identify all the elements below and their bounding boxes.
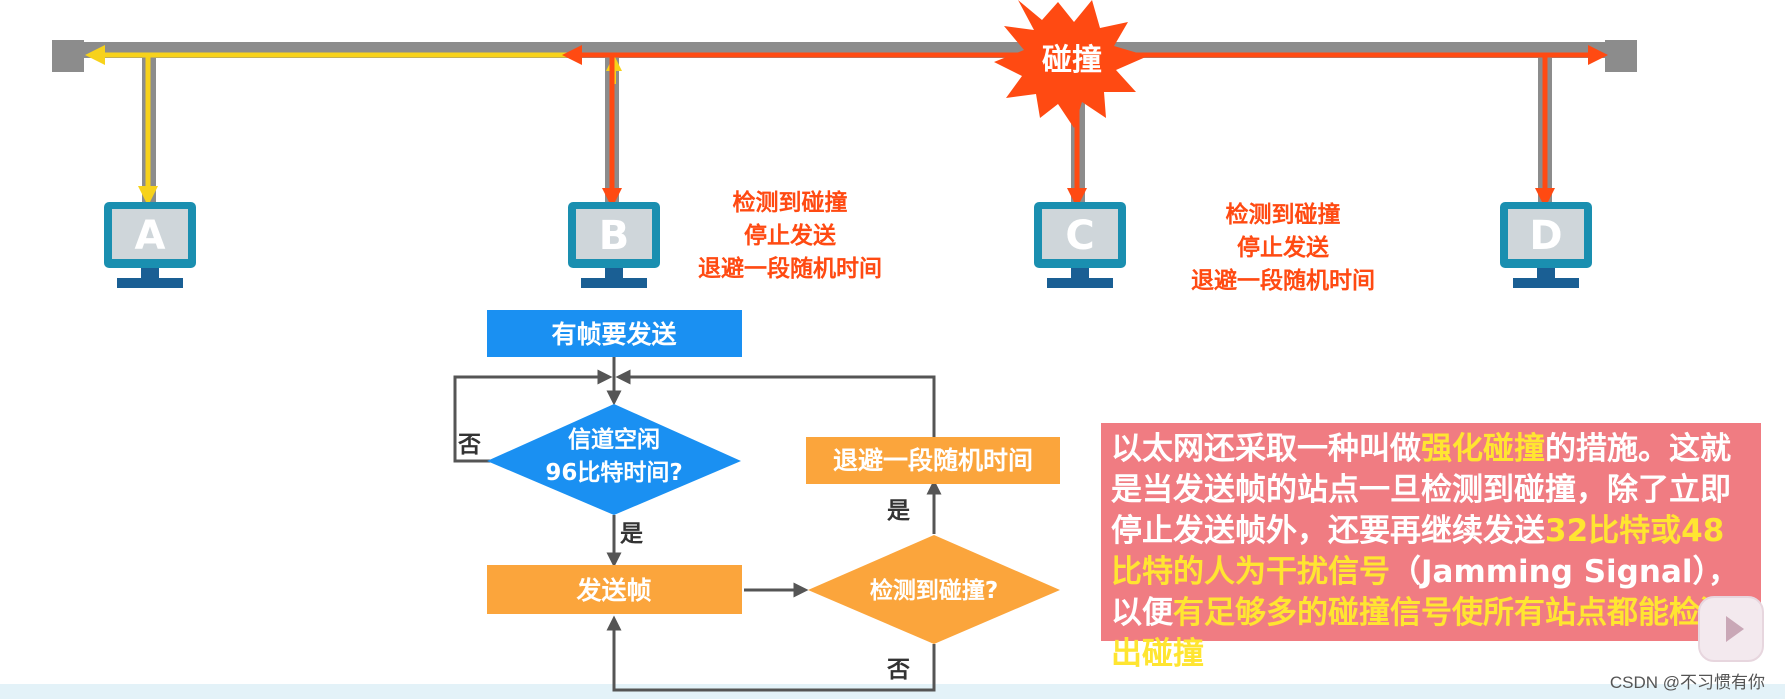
explanation-text-2: 的措施。这就是当发送帧的站点一旦检测到碰撞，除了立即停止发送帧外，还要再继续发送 (1111, 431, 1731, 549)
note-b-line-3: 退避一段随机时间 (698, 255, 882, 282)
no-label-collision: 否 (886, 657, 910, 683)
video-play-icon (1698, 596, 1764, 662)
bus-terminator-left (52, 40, 84, 72)
computer-icon (1034, 202, 1126, 288)
explanation-box: 以太网还采取一种叫做强化碰撞的措施。这就是当发送帧的站点一旦检测到碰撞，除了立即… (1101, 423, 1761, 672)
no-label-idle: 否 (457, 432, 481, 458)
flow-idle-decision: 信道空闲 96比特时间? (487, 404, 741, 515)
computer-icon (568, 202, 660, 288)
explanation-text-4: 。 (1204, 636, 1235, 672)
flow-connectors (453, 357, 942, 692)
red-signal (562, 45, 1608, 208)
station-d-label: D (1529, 213, 1562, 259)
explanation-highlight-3: 有足够多的碰撞信号使所有站点都能检测出碰撞 (1111, 595, 1731, 672)
station-a[interactable]: A (104, 202, 196, 288)
note-station-c: 检测到碰撞 停止发送 退避一段随机时间 (1191, 201, 1375, 294)
station-c-label: C (1065, 213, 1094, 259)
station-d[interactable]: D (1500, 202, 1592, 288)
flow-backoff-label: 退避一段随机时间 (833, 446, 1033, 475)
flow-collision-decision: 检测到碰撞? (808, 535, 1060, 644)
flow-send-node: 发送帧 (487, 565, 742, 614)
flow-start-node: 有帧要发送 (487, 310, 742, 357)
flow-idle-label-1: 信道空闲 (568, 426, 660, 453)
collision-label: 碰撞 (1042, 43, 1102, 78)
yes-label-idle: 是 (620, 521, 643, 547)
note-b-line-2: 停止发送 (744, 222, 836, 249)
note-c-line-3: 退避一段随机时间 (1191, 267, 1375, 294)
station-a-label: A (135, 213, 166, 259)
yellow-signal (85, 45, 622, 206)
flow-collision-label: 检测到碰撞? (870, 577, 998, 604)
station-b-label: B (599, 213, 630, 259)
explanation-highlight-2: 32比特或48比特的人为干扰信号 (1111, 513, 1725, 590)
flow-start-label: 有帧要发送 (551, 320, 676, 349)
collision-burst: 碰撞 (994, 0, 1148, 128)
note-c-line-2: 停止发送 (1237, 234, 1329, 261)
explanation-text-3: （Jamming Signal），以便 (1111, 554, 1739, 631)
yes-label-collision: 是 (887, 498, 910, 524)
station-c[interactable]: C (1034, 202, 1126, 288)
watermark: CSDN @不习惯有你 (1609, 673, 1765, 692)
bus-terminator-right (1605, 40, 1637, 72)
note-c-line-1: 检测到碰撞 (1226, 201, 1341, 228)
flow-backoff-node: 退避一段随机时间 (806, 437, 1060, 484)
ethernet-bus (52, 40, 1637, 203)
note-b-line-1: 检测到碰撞 (733, 189, 848, 216)
explanation-text-1: 以太网还采取一种叫做 (1111, 431, 1421, 467)
station-b[interactable]: B (568, 202, 660, 288)
flow-send-label: 发送帧 (575, 576, 651, 605)
computer-icon (1500, 202, 1592, 288)
explanation-highlight-1: 强化碰撞 (1421, 431, 1545, 467)
note-station-b: 检测到碰撞 停止发送 退避一段随机时间 (698, 189, 882, 282)
computer-icon (104, 202, 196, 288)
flow-idle-label-2: 96比特时间? (545, 460, 682, 486)
